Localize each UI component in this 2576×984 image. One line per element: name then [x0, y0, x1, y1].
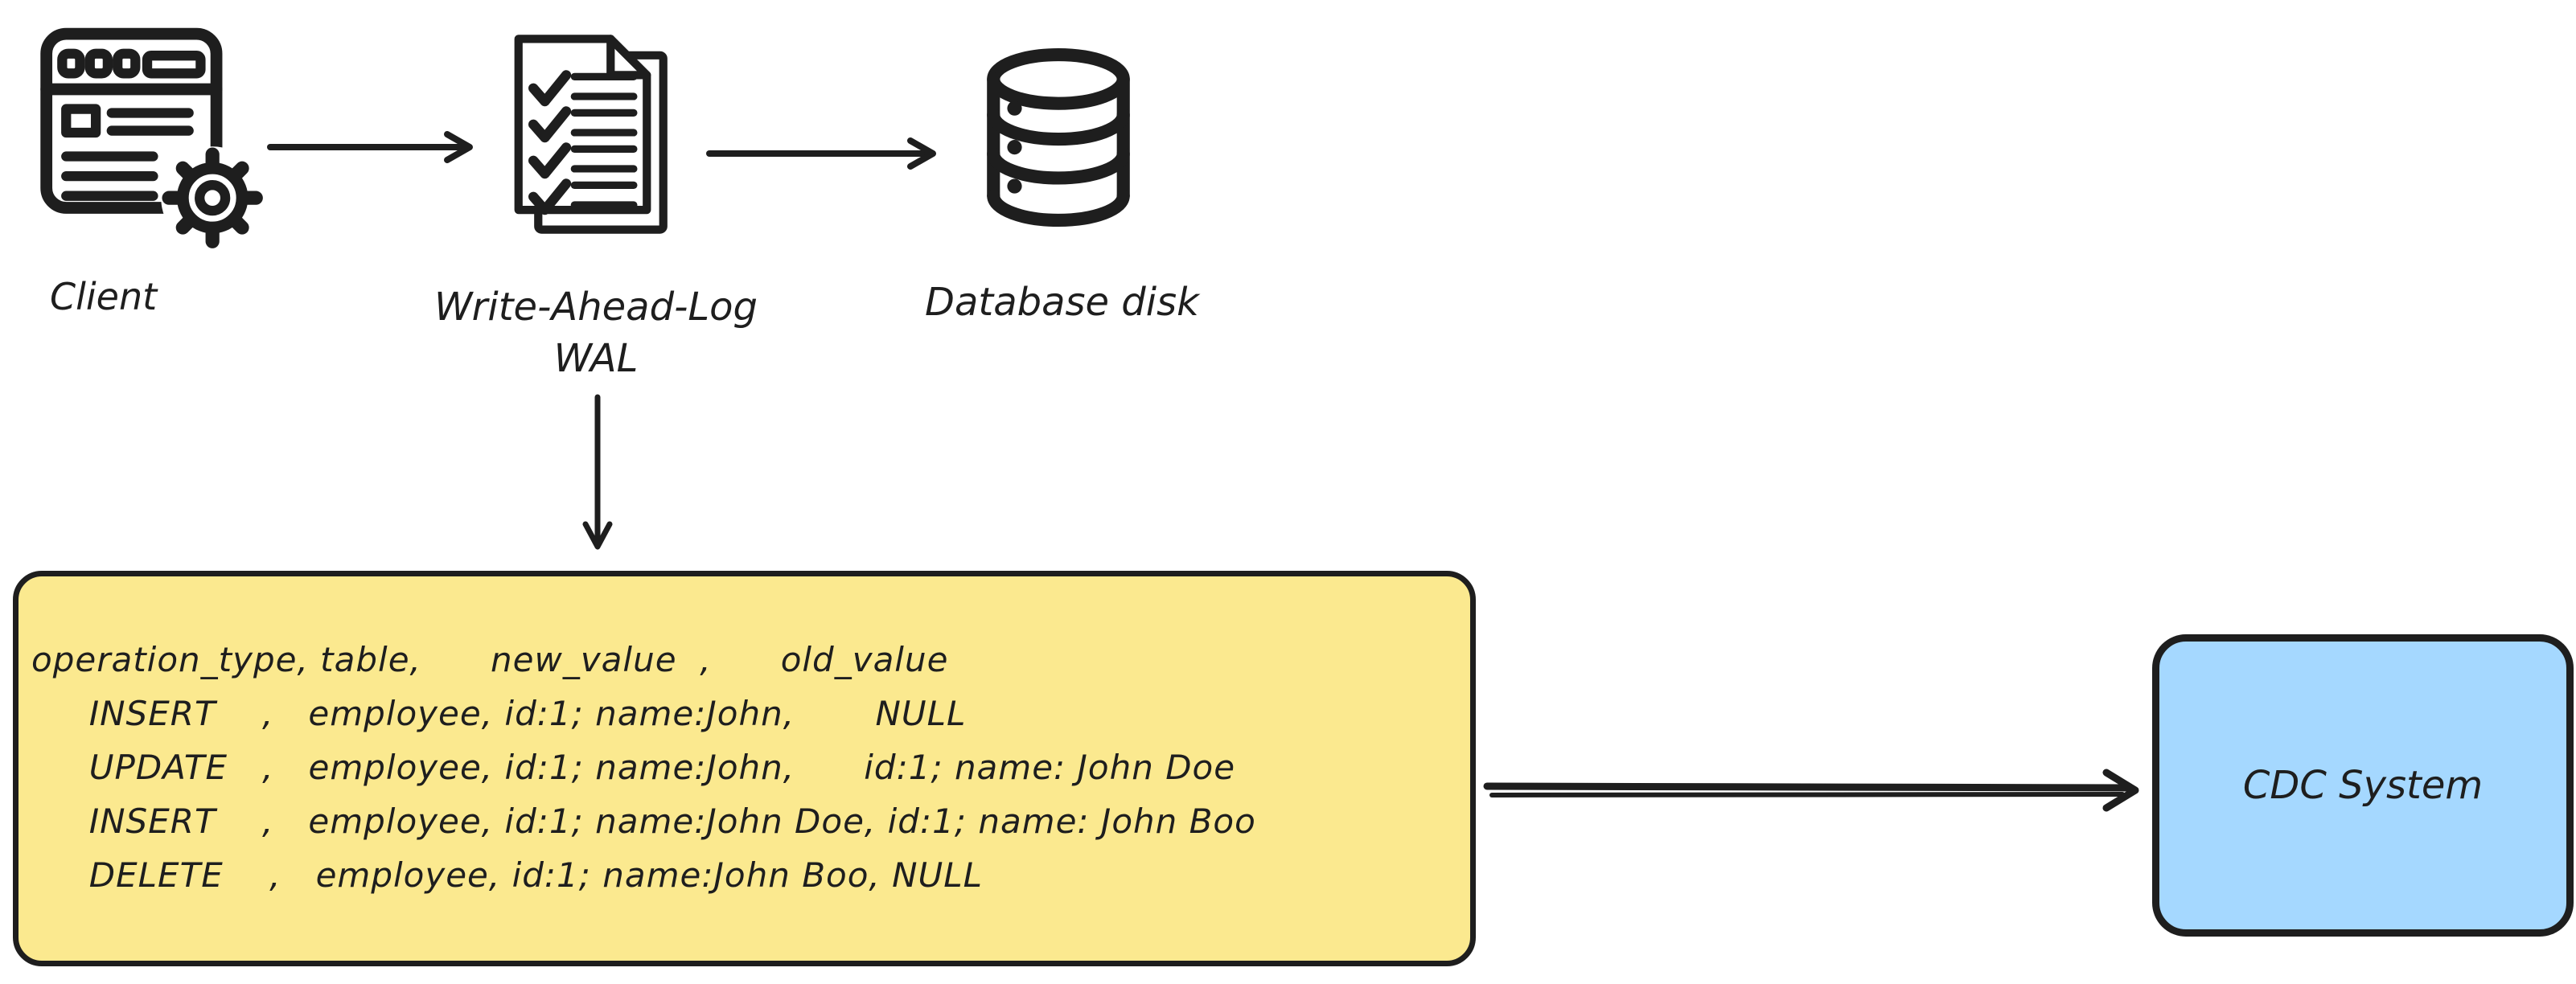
wal-label-line2: WAL: [553, 336, 639, 381]
wal-log-row: UPDATE , employee, id:1; name:John, id:1…: [31, 748, 1236, 787]
client-label: Client: [50, 275, 158, 318]
wal-log-header-row: operation_type, table, new_value , old_v…: [31, 640, 949, 679]
database-label: Database disk: [925, 280, 1199, 325]
checklist-document-icon: [514, 35, 668, 234]
arrow-wal-to-database: [706, 137, 936, 170]
browser-gear-icon: [40, 27, 265, 250]
cdc-system-box: CDC System: [2152, 634, 2574, 937]
wal-label: Write-Ahead-Log WAL: [418, 281, 774, 384]
arrow-wal-to-log: [582, 394, 613, 550]
wal-log-row: INSERT , employee, id:1; name:John, NULL: [31, 694, 967, 733]
arrow-log-to-cdc: [1483, 769, 2139, 812]
database-cylinder-icon: [987, 48, 1130, 228]
wal-log-row: DELETE , employee, id:1; name:John Boo, …: [31, 855, 984, 895]
wal-log-row: INSERT , employee, id:1; name:John Doe, …: [31, 802, 1256, 841]
arrow-client-to-wal: [267, 131, 473, 163]
wal-log-box: operation_type, table, new_value , old_v…: [13, 571, 1476, 966]
wal-label-line1: Write-Ahead-Log: [434, 285, 758, 330]
cdc-system-label: CDC System: [2242, 763, 2484, 808]
